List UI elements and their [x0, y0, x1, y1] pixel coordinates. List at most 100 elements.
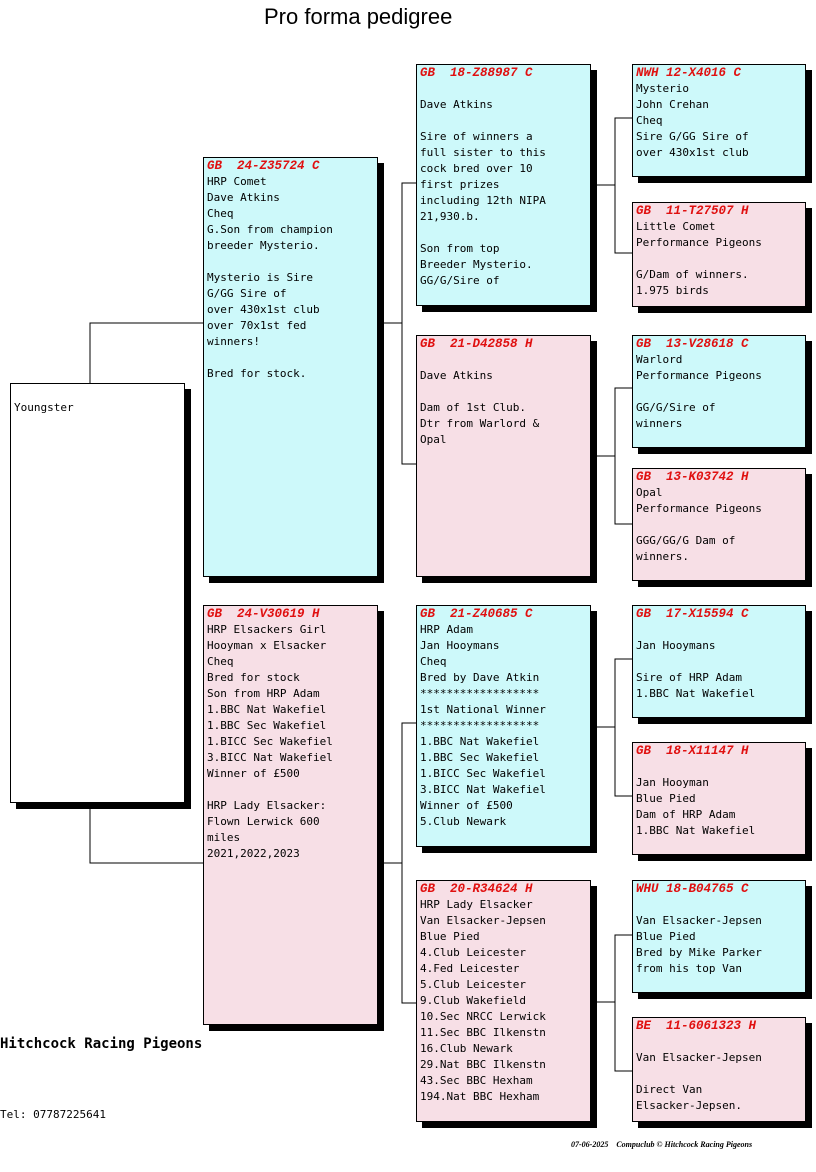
sire-line: G/GG Sire of [207, 287, 287, 300]
sdd-ring-number: GB 13-K03742 H [636, 470, 749, 484]
sdd-line: Performance Pigeons [636, 502, 762, 515]
dam-line: Cheq [207, 655, 234, 668]
dam-dam-ring-number: GB 20-R34624 H [420, 882, 533, 896]
dds-ring-number: WHU 18-B04765 C [636, 882, 749, 896]
ssd-line: G/Dam of winners. [636, 268, 749, 281]
dam-dam-line: 29.Nat BBC Ilkenstn [420, 1058, 546, 1071]
dam-dam-line: 10.Sec NRCC Lerwick [420, 1010, 546, 1023]
dsd-box: GB 18-X11147 H Jan Hooyman Blue Pied Dam… [632, 742, 806, 855]
sire-sire-line: Breeder Mysterio. [420, 258, 533, 271]
sire-line: Dave Atkins [207, 191, 280, 204]
ddd-line: Direct Van [636, 1083, 703, 1096]
dam-sire-line: 5.Club Newark [420, 815, 507, 828]
sds-line [636, 384, 802, 400]
footer-credit: 07-06-2025 Compuclub © Hitchcock Racing … [571, 1140, 753, 1149]
sds-line: Performance Pigeons [636, 369, 762, 382]
dds-line: from his top Van [636, 962, 742, 975]
sire-sire-line: including 12th NIPA [420, 194, 546, 207]
dam-line: Bred for stock [207, 671, 300, 684]
sire-line: over 70x1st fed [207, 319, 307, 332]
dss-line [636, 654, 802, 670]
sire-sire-line: full sister to this [420, 146, 546, 159]
ddd-box: BE 11-6061323 H Van Elsacker-Jepsen Dire… [632, 1017, 806, 1122]
telephone: Tel: 07787225641 [0, 1108, 106, 1121]
sire-dam-line [420, 384, 587, 400]
dam-line: HRP Elsackers Girl [207, 623, 327, 636]
sire-dam-line: Dtr from Warlord & [420, 417, 540, 430]
dam-line: miles [207, 831, 241, 844]
ssd-line [636, 251, 802, 267]
dam-dam-line: Van Elsacker-Jepsen [420, 914, 546, 927]
ssd-box: GB 11-T27507 H Little Comet Performance … [632, 202, 806, 307]
dam-sire-line: ****************** [420, 719, 540, 732]
sire-ring-number: GB 24-Z35724 C [207, 159, 320, 173]
sire-dam-line [420, 352, 587, 368]
ssd-line: 1.975 birds [636, 284, 709, 297]
dss-line: 1.BBC Nat Wakefiel [636, 687, 756, 700]
ddd-line: Van Elsacker-Jepsen [636, 1051, 762, 1064]
sire-sire-line: Son from top [420, 242, 500, 255]
sire-sire-line: Sire of winners a [420, 130, 533, 143]
dam-sire-line: HRP Adam [420, 623, 473, 636]
dam-dam-line: 43.Sec BBC Hexham [420, 1074, 533, 1087]
ddd-line [636, 1034, 802, 1050]
sire-sire-line [420, 225, 587, 241]
ssd-line: Performance Pigeons [636, 236, 762, 249]
sds-line: GG/G/Sire of [636, 401, 716, 414]
sds-line: winners [636, 417, 683, 430]
dam-line: 1.BBC Sec Wakefiel [207, 719, 327, 732]
dss-ring-number: GB 17-X15594 C [636, 607, 749, 621]
dam-sire-line: 1.BBC Nat Wakefiel [420, 735, 540, 748]
sire-line: Mysterio is Sire [207, 271, 313, 284]
sire-line [207, 350, 374, 366]
dam-sire-box: GB 21-Z40685 C HRP Adam Jan Hooymans Che… [416, 605, 591, 847]
sss-line: over 430x1st club [636, 146, 749, 159]
sire-dam-line: Opal [420, 433, 447, 446]
dam-dam-line: 11.Sec BBC Ilkenstn [420, 1026, 546, 1039]
dam-dam-line: 4.Fed Leicester [420, 962, 520, 975]
dam-dam-line: 194.Nat BBC Hexham [420, 1090, 540, 1103]
dam-sire-line: 1st National Winner [420, 703, 546, 716]
dsd-line: 1.BBC Nat Wakefiel [636, 824, 756, 837]
ddd-ring-number: BE 11-6061323 H [636, 1019, 757, 1033]
ssd-ring-number: GB 11-T27507 H [636, 204, 749, 218]
sire-dam-ring-number: GB 21-D42858 H [420, 337, 533, 351]
sdd-box: GB 13-K03742 H Opal Performance Pigeons … [632, 468, 806, 581]
dsd-line: Jan Hooyman [636, 776, 709, 789]
sire-sire-box: GB 18-Z88987 C Dave Atkins Sire of winne… [416, 64, 591, 306]
dam-box: GB 24-V30619 H HRP Elsackers Girl Hooyma… [203, 605, 378, 1025]
dam-line: HRP Lady Elsacker: [207, 799, 327, 812]
sire-line: Bred for stock. [207, 367, 307, 380]
dam-sire-ring-number: GB 21-Z40685 C [420, 607, 533, 621]
dam-line: Winner of £500 [207, 767, 300, 780]
sdd-line: Opal [636, 486, 663, 499]
dss-line [636, 622, 802, 638]
sdd-line: GGG/GG/G Dam of [636, 534, 736, 547]
sire-box: GB 24-Z35724 C HRP Comet Dave Atkins Che… [203, 157, 378, 577]
dam-dam-box: GB 20-R34624 H HRP Lady Elsacker Van Els… [416, 880, 591, 1122]
sire-sire-line: first prizes [420, 178, 500, 191]
ddd-line: Elsacker-Jepsen. [636, 1099, 742, 1112]
sdd-line: winners. [636, 550, 689, 563]
dss-box: GB 17-X15594 C Jan Hooymans Sire of HRP … [632, 605, 806, 718]
dam-line: 1.BICC Sec Wakefiel [207, 735, 333, 748]
sire-line: G.Son from champion [207, 223, 333, 236]
dam-line: 3.BICC Nat Wakefiel [207, 751, 333, 764]
sire-dam-box: GB 21-D42858 H Dave Atkins Dam of 1st Cl… [416, 335, 591, 577]
dam-sire-line: 1.BBC Sec Wakefiel [420, 751, 540, 764]
sss-line: John Crehan [636, 98, 709, 111]
sire-sire-ring-number: GB 18-Z88987 C [420, 66, 533, 80]
dam-dam-line: 5.Club Leicester [420, 978, 526, 991]
dds-line: Blue Pied [636, 930, 696, 943]
sire-line: winners! [207, 335, 260, 348]
subject-name: Youngster [14, 401, 74, 414]
dsd-line: Dam of HRP Adam [636, 808, 736, 821]
ddd-line [636, 1066, 802, 1082]
dam-line: 1.BBC Nat Wakefiel [207, 703, 327, 716]
sds-ring-number: GB 13-V28618 C [636, 337, 749, 351]
dsd-line: Blue Pied [636, 792, 696, 805]
sire-sire-line: 21,930.b. [420, 210, 480, 223]
dam-sire-line: Cheq [420, 655, 447, 668]
sss-line: Sire G/GG Sire of [636, 130, 749, 143]
